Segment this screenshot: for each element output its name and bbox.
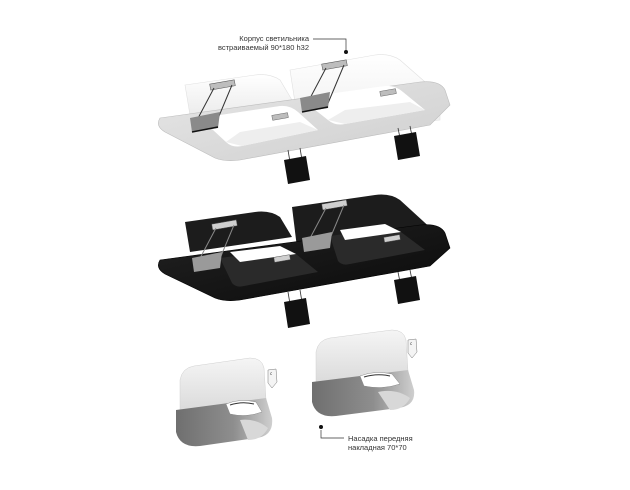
- svg-text:c: c: [410, 341, 412, 346]
- front-attachment-left: c: [176, 357, 278, 447]
- callout-leader-top: [313, 38, 348, 54]
- callout-top-line2: встраиваемый 90*180 h32: [217, 43, 309, 52]
- housing-black: [158, 194, 451, 328]
- spring-clip-icon: [300, 59, 348, 113]
- callout-top-line1: Корпус светильника: [239, 34, 309, 43]
- housing-white: [158, 54, 451, 184]
- callout-leader-bottom: [319, 425, 344, 439]
- svg-text:c: c: [270, 371, 272, 376]
- callout-top-label: Корпус светильника встраиваемый 90*180 h…: [205, 34, 309, 52]
- callout-bottom-line2: накладная 70*70: [348, 443, 407, 452]
- spring-clip-icon: [190, 79, 236, 133]
- spring-clip-icon: [192, 219, 238, 272]
- front-attachment-right: c: [312, 329, 418, 417]
- callout-bottom-line1: Насадка передняя: [348, 434, 413, 443]
- callout-bottom-label: Насадка передняя накладная 70*70: [348, 434, 413, 452]
- spring-clip-icon: [302, 199, 348, 252]
